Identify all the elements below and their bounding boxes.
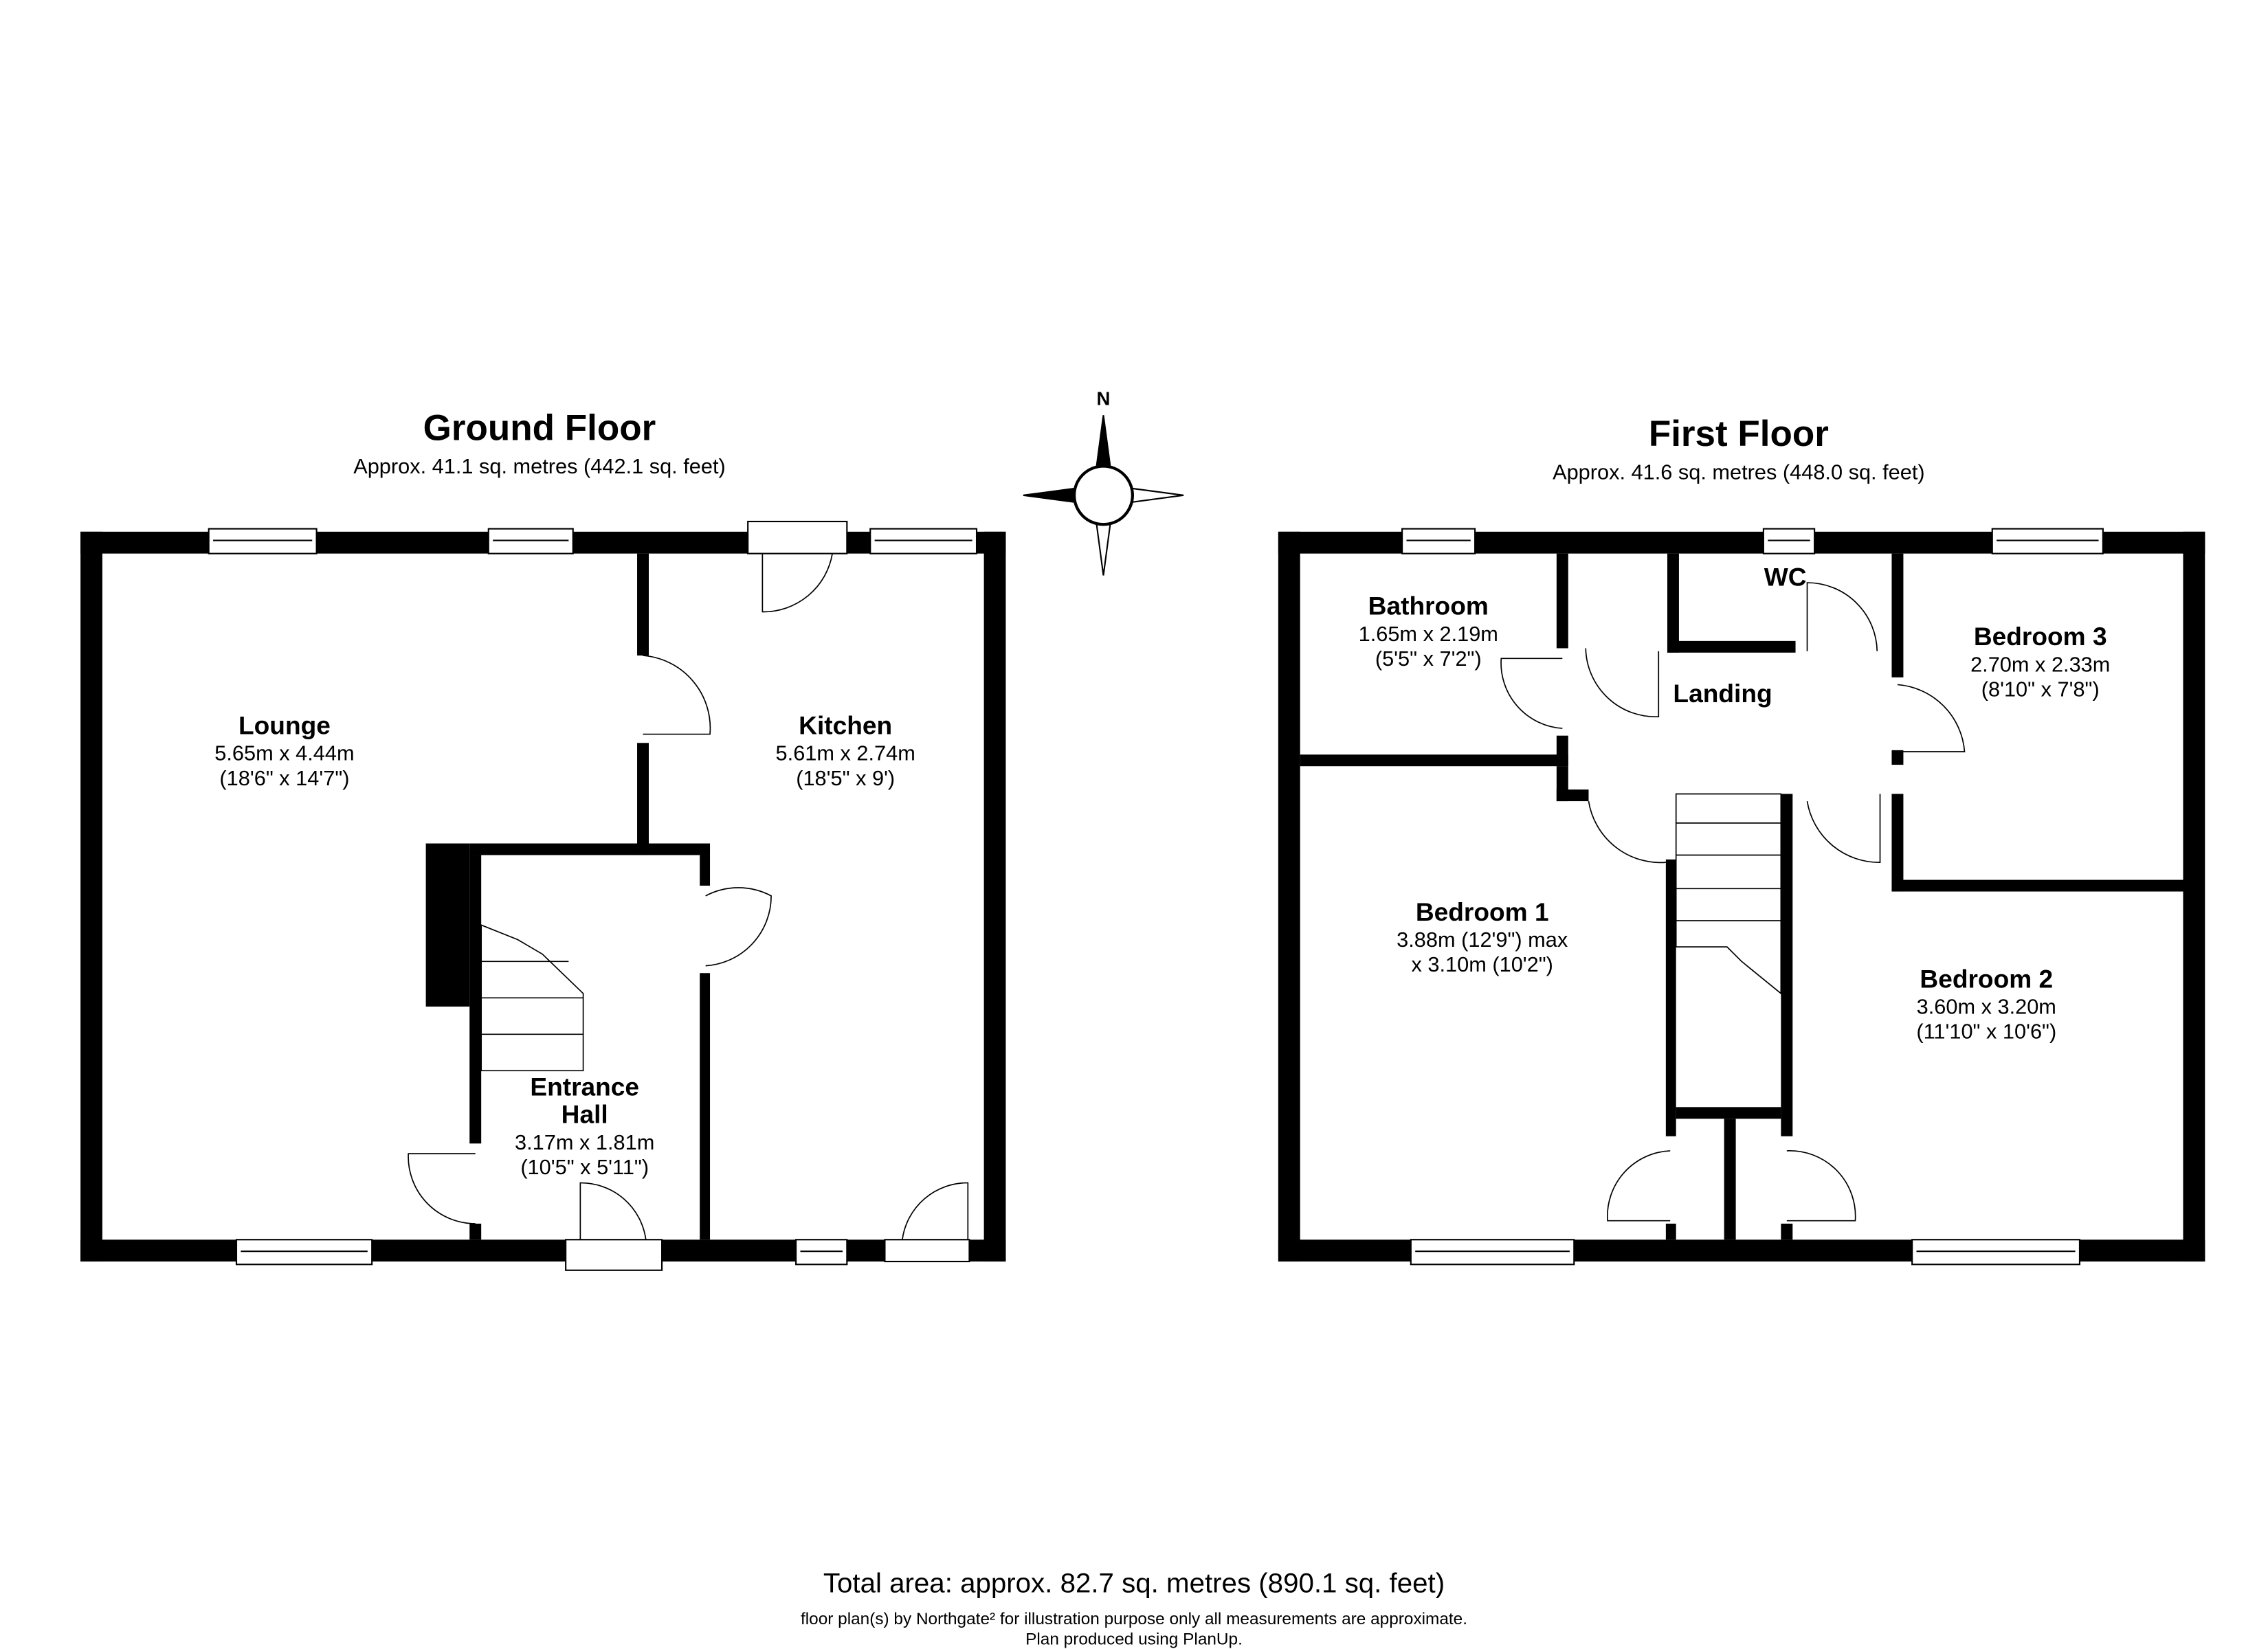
room-dim-m: 1.65m x 2.19m [1359, 622, 1498, 646]
produced-by: Plan produced using PlanUp. [1025, 1630, 1243, 1649]
room-name: Lounge [238, 711, 331, 740]
first-floor-title: First Floor [1649, 414, 1829, 454]
ground-floor-doors [408, 553, 969, 1240]
room-name: Kitchen [799, 711, 892, 740]
first-floor: First Floor Approx. 41.6 sq. metres (448… [1278, 414, 2205, 1266]
ground-floor-area: Approx. 41.1 sq. metres (442.1 sq. feet) [353, 454, 726, 478]
room-entrance-hall: Entrance Hall 3.17m x 1.81m (10'5" x 5'1… [515, 1072, 654, 1178]
room-dim-m: 5.65m x 4.44m [214, 741, 354, 765]
ground-floor-windows [208, 520, 978, 1271]
room-dim-m: 3.17m x 1.81m [515, 1130, 654, 1154]
room-dim-ft: (10'5" x 5'11") [520, 1155, 649, 1179]
compass-icon: N [1023, 388, 1184, 576]
room-dim-m: 3.60m x 3.20m [1917, 995, 2056, 1019]
first-floor-doors [1500, 582, 1966, 1222]
room-dim-ft: (11'10" x 10'6") [1916, 1020, 2056, 1044]
room-name: Landing [1673, 679, 1772, 708]
room-kitchen: Kitchen 5.61m x 2.74m (18'5" x 9') [776, 711, 915, 790]
room-dim-m: 2.70m x 2.33m [1970, 652, 2110, 676]
total-area: Total area: approx. 82.7 sq. metres (890… [823, 1567, 1445, 1598]
room-bedroom-2: Bedroom 2 3.60m x 3.20m (11'10" x 10'6") [1916, 964, 2056, 1043]
room-dim-ft: (18'5" x 9') [796, 766, 895, 790]
room-dim-ft: (8'10" x 7'8") [1981, 677, 2100, 701]
first-floor-stairs [1675, 793, 1782, 995]
room-name: Entrance [530, 1072, 639, 1101]
room-name: Bedroom 2 [1920, 964, 2053, 993]
room-wc: WC [1764, 562, 1807, 591]
room-name: Bedroom 3 [1974, 622, 2107, 651]
room-bedroom-1: Bedroom 1 3.88m (12'9") max x 3.10m (10'… [1397, 897, 1568, 976]
room-dim-ft: x 3.10m (10'2") [1412, 952, 1553, 976]
room-name: Bathroom [1368, 592, 1489, 620]
room-dim-ft: (18'6" x 14'7") [219, 766, 349, 790]
compass-north-label: N [1097, 388, 1111, 409]
room-dim-ft: (5'5" x 7'2") [1375, 647, 1482, 671]
ground-floor: Ground Floor Approx. 41.1 sq. metres (44… [80, 407, 1006, 1271]
room-dim-m: 3.88m (12'9") max [1397, 928, 1568, 952]
ground-floor-stairs [480, 924, 584, 1072]
room-dim-m: 5.61m x 2.74m [776, 741, 915, 765]
room-name: WC [1764, 562, 1807, 591]
room-name: Bedroom 1 [1416, 897, 1549, 926]
room-lounge: Lounge 5.65m x 4.44m (18'6" x 14'7") [214, 711, 354, 790]
disclaimer: floor plan(s) by Northgate² for illustra… [801, 1610, 1467, 1628]
first-floor-windows [1401, 528, 2104, 1266]
room-landing: Landing [1673, 679, 1772, 708]
first-floor-area: Approx. 41.6 sq. metres (448.0 sq. feet) [1553, 460, 1925, 484]
room-bathroom: Bathroom 1.65m x 2.19m (5'5" x 7'2") [1359, 592, 1498, 671]
room-bedroom-3: Bedroom 3 2.70m x 2.33m (8'10" x 7'8") [1970, 622, 2110, 701]
footer: Total area: approx. 82.7 sq. metres (890… [801, 1567, 1467, 1648]
ground-floor-walls [80, 531, 1006, 1262]
room-name: Hall [562, 1100, 608, 1129]
ground-floor-title: Ground Floor [423, 407, 656, 448]
